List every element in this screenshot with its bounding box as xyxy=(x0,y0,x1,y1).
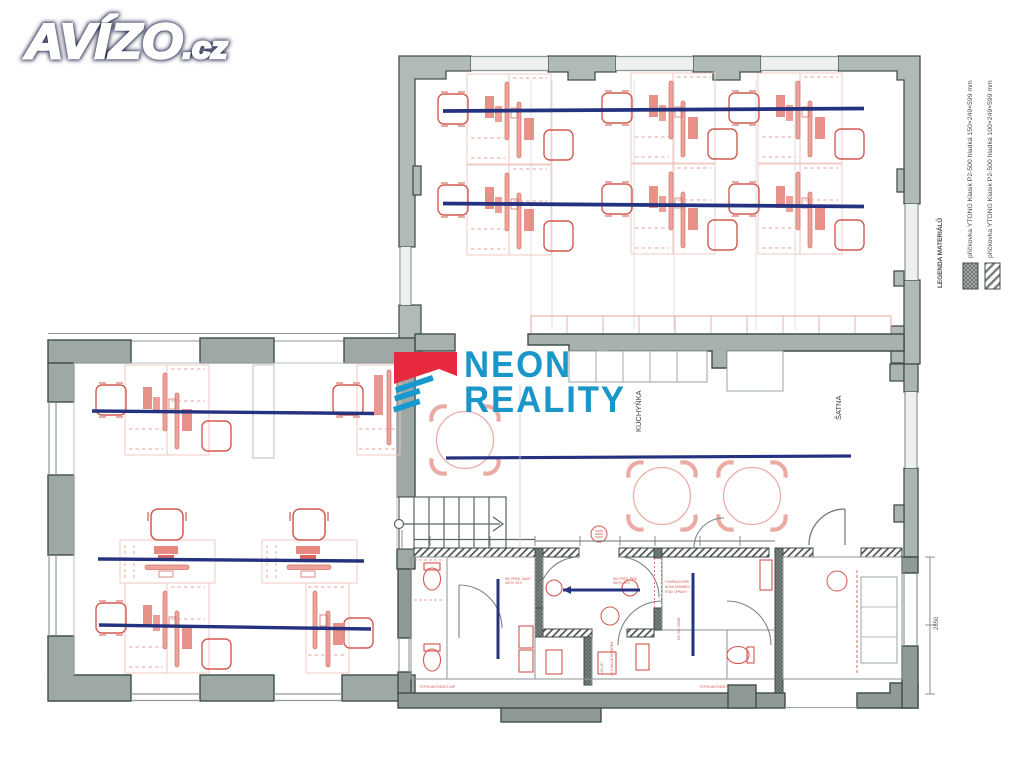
svg-text:POPIS MISTNOSTI 1NP: POPIS MISTNOSTI 1NP xyxy=(420,685,455,689)
svg-text:WC INV. OSOB: WC INV. OSOB xyxy=(677,618,681,640)
svg-text:příčkovka YTONG Klasik P2-500: příčkovka YTONG Klasik P2-500 hladká 150… xyxy=(967,80,974,258)
svg-text:KUCHYŇKA: KUCHYŇKA xyxy=(634,390,643,432)
svg-text:1.13 UKLID KOMORA: 1.13 UKLID KOMORA xyxy=(610,641,614,676)
svg-text:UMYV. 2KS: UMYV. 2KS xyxy=(505,581,522,585)
svg-text:ŠATNA: ŠATNA xyxy=(834,396,843,420)
svg-text:VYMENA DVERI: VYMENA DVERI xyxy=(665,580,689,584)
svg-text:WC PRED. DAMY: WC PRED. DAMY xyxy=(505,577,532,581)
svg-text:LEGENDA MATERIÁLŮ: LEGENDA MATERIÁLŮ xyxy=(934,218,944,288)
svg-text:2850: 2850 xyxy=(934,616,940,630)
svg-text:NOVA ZARUBEN: NOVA ZARUBEN xyxy=(665,585,690,589)
svg-text:STAV. UPRAVY: STAV. UPRAVY xyxy=(665,590,688,594)
svg-text:UMYV. 2KS: UMYV. 2KS xyxy=(613,581,630,585)
svg-text:UKLID: UKLID xyxy=(599,662,604,674)
svg-text:WC PRED. PANI: WC PRED. PANI xyxy=(613,577,637,581)
svg-text:POPIS MISTNOSTI: POPIS MISTNOSTI xyxy=(700,685,728,689)
svg-text:příčkovka YTONG Klasik P2-500: příčkovka YTONG Klasik P2-500 hladká 100… xyxy=(987,80,994,258)
